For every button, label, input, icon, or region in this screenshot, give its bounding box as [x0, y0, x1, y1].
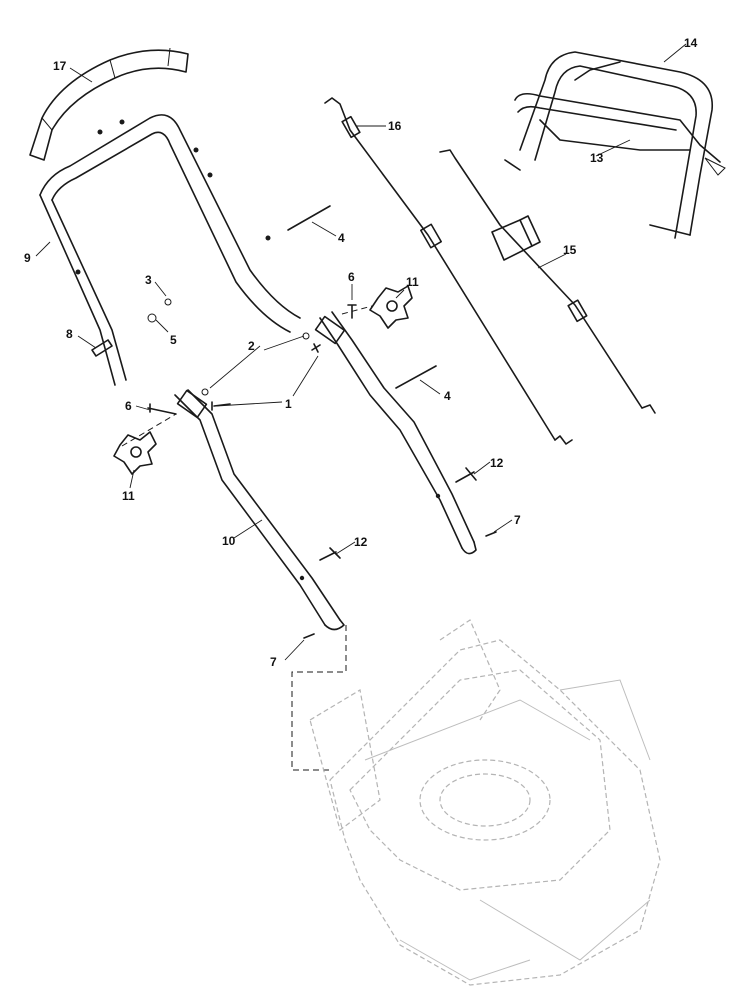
- knob-left: [113, 431, 157, 475]
- leader-lines: [35, 43, 687, 661]
- callout-5: 5: [170, 333, 177, 347]
- callout-17: 17: [53, 59, 67, 73]
- upper-handle: [39, 114, 301, 386]
- callout-11-right: 11: [406, 275, 419, 289]
- callout-1: 1: [285, 397, 292, 411]
- pin-8: [91, 339, 113, 357]
- callout-8: 8: [66, 327, 73, 341]
- callout-14: 14: [684, 36, 698, 50]
- callout-13: 13: [590, 151, 604, 165]
- callout-9: 9: [24, 251, 31, 265]
- cable-tie-4: [287, 205, 437, 389]
- callout-3: 3: [145, 273, 152, 287]
- bolt-12: [319, 467, 477, 561]
- callout-11-left: 11: [122, 489, 135, 503]
- control-bar-inset: [504, 51, 726, 239]
- callout-7-right: 7: [514, 513, 521, 527]
- washer-nut-3-5: [147, 298, 310, 396]
- callout-4-upper: 4: [338, 231, 345, 245]
- callout-4-lower: 4: [444, 389, 451, 403]
- screw-7: [303, 531, 497, 639]
- callout-6-right: 6: [348, 270, 355, 284]
- mower-deck-ghost: [309, 619, 661, 986]
- callout-2: 2: [248, 339, 255, 353]
- lower-handle: [174, 311, 477, 631]
- callout-12-left: 12: [354, 535, 368, 549]
- alignment-lines: [121, 305, 373, 771]
- callout-12-right: 12: [490, 456, 504, 470]
- cable-assembly-15: [439, 149, 656, 414]
- callout-15: 15: [563, 243, 577, 257]
- grip-cover: [29, 47, 189, 161]
- callout-10: 10: [222, 534, 236, 548]
- knob-right: [369, 285, 413, 329]
- bolt-6-left: [147, 403, 177, 415]
- cable-assembly-16: [324, 97, 573, 445]
- callout-6-left: 6: [125, 399, 132, 413]
- callout-16: 16: [388, 119, 402, 133]
- bolt-1: [211, 343, 321, 411]
- callout-7-left: 7: [270, 655, 277, 669]
- callout-labels: 17 9 3 5 8 2 1 6 6 11 11 4 4 16 15 14 13…: [24, 36, 698, 669]
